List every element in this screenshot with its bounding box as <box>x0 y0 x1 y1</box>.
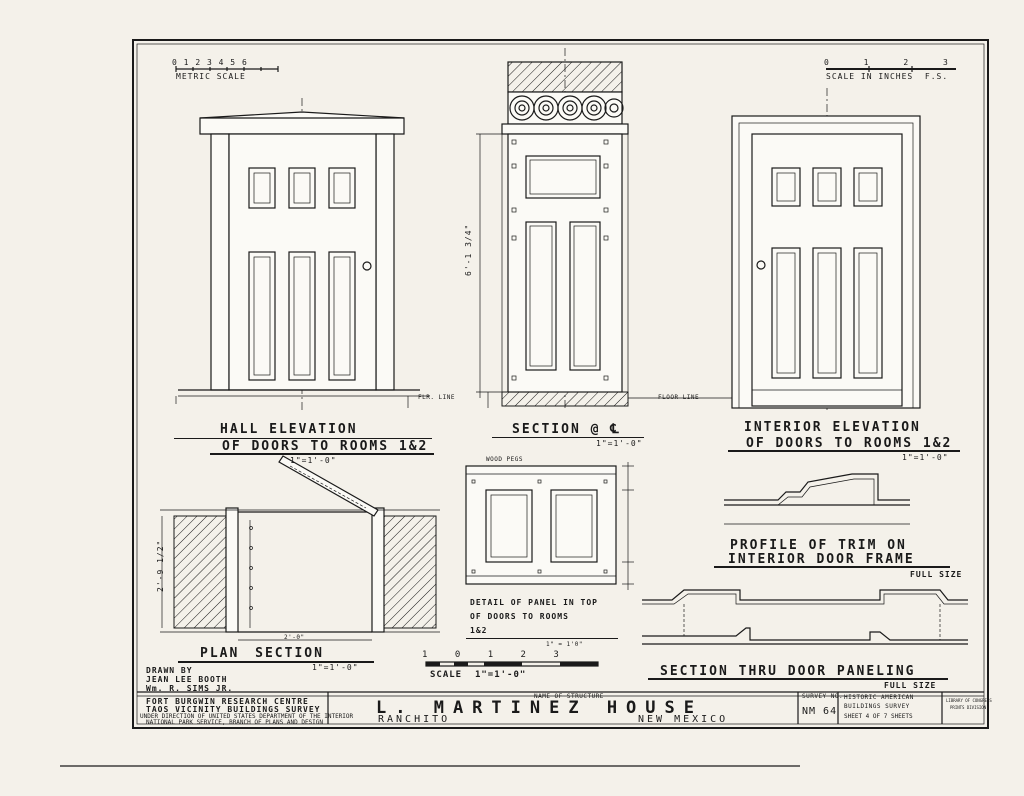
bottom-scale-ticks: 1 0 1 2 3 <box>422 650 560 660</box>
agency-line-2: BUILDINGS SURVEY <box>844 703 910 710</box>
org-line-4: NATIONAL PARK SERVICE, BRANCH OF PLANS A… <box>146 719 324 726</box>
metric-scale-bar <box>175 66 279 72</box>
hall-elevation-title: HALL ELEVATION <box>220 422 358 437</box>
section-drawing <box>476 48 740 410</box>
drawn-by-name-2: Wm. R. SIMS JR. <box>146 684 234 693</box>
panel-detail-title-1: DETAIL OF PANEL IN TOP <box>470 598 598 607</box>
agency-line-1: HISTORIC AMERICAN <box>844 694 914 701</box>
trim-title-2: INTERIOR DOOR FRAME <box>728 552 915 567</box>
bottom-scale-bar <box>425 661 599 667</box>
plan-section-scale: 1"=1'-0" <box>312 663 359 672</box>
door-paneling-drawing <box>642 589 968 645</box>
panel-detail-title-2: OF DOORS TO ROOMS <box>470 612 569 621</box>
interior-floor-line: FLOOR LINE <box>658 394 700 401</box>
trim-title-1: PROFILE OF TRIM ON <box>730 538 907 553</box>
section-scale: 1"=1'-0" <box>596 439 643 448</box>
trim-size: FULL SIZE <box>910 570 963 579</box>
org-line-2: TAOS VICINITY BUILDINGS SURVEY <box>146 705 321 714</box>
hall-elevation-drawing <box>175 98 430 410</box>
location: RANCHITO <box>378 714 451 725</box>
org-line-3: UNDER DIRECTION OF UNITED STATES DEPARTM… <box>140 713 354 720</box>
plan-section-drawing <box>160 455 440 641</box>
survey-no: NM 64 <box>802 706 838 717</box>
inner-border <box>136 43 985 725</box>
panel-detail-title-3: 1&2 <box>470 626 488 635</box>
door-paneling-title: SECTION THRU DOOR PANELING <box>660 664 916 679</box>
plan-depth-dim: 2'-9 1/2" <box>156 539 165 592</box>
door-paneling-size: FULL SIZE <box>884 681 937 690</box>
library-line-2: PRINTS DIVISION <box>950 705 987 710</box>
bottom-scale-label: SCALE 1"=1'-0" <box>430 670 527 680</box>
hall-elevation-subtitle: OF DOORS TO ROOMS 1&2 <box>222 439 429 454</box>
hall-elevation-scale: 1"=1'-0" <box>290 456 337 465</box>
library-line-1: LIBRARY OF CONGRESS <box>946 698 992 703</box>
hall-flr-line: FLR. LINE <box>418 394 456 401</box>
section-height-dim: 6'-1 3/4" <box>464 223 473 276</box>
plan-section-title: PLAN SECTION <box>200 646 324 661</box>
wood-pegs-label: WOOD PEGS <box>486 456 524 463</box>
interior-elevation-drawing <box>731 88 921 410</box>
inch-scale-label: SCALE IN INCHES F.S. <box>826 72 949 81</box>
org-line-1: FORT BURGWIN RESEARCH CENTRE <box>146 697 309 706</box>
survey-no-label: SURVEY NO. <box>802 693 844 700</box>
metric-scale-ticks: 0 1 2 3 4 5 6 <box>172 58 248 67</box>
interior-elevation-title: INTERIOR ELEVATION <box>744 420 921 435</box>
drawn-by-label: DRAWN BY <box>146 666 193 675</box>
trim-profile-drawing <box>724 473 910 525</box>
panel-detail-drawing <box>465 462 634 590</box>
outer-border <box>132 39 989 729</box>
inch-scale-ticks: 0 1 2 3 <box>824 58 949 67</box>
state: NEW MEXICO <box>638 714 729 725</box>
inch-scale-bar <box>826 66 956 72</box>
sheet-number: SHEET 4 OF 7 SHEETS <box>844 713 913 720</box>
metric-scale-label: METRIC SCALE <box>176 72 246 81</box>
drawn-by-name-1: JEAN LEE BOOTH <box>146 675 228 684</box>
plan-width-dim: 2'-0" <box>284 634 305 641</box>
panel-detail-scale: 1" = 1'0" <box>546 641 584 648</box>
name-of-structure-label: NAME OF STRUCTURE <box>534 693 604 700</box>
section-title: SECTION @ ℄ <box>512 422 621 437</box>
structure-name: L. MARTINEZ HOUSE <box>376 698 703 718</box>
interior-elevation-scale: 1"=1'-0" <box>902 453 949 462</box>
interior-elevation-subtitle: OF DOORS TO ROOMS 1&2 <box>746 436 953 451</box>
